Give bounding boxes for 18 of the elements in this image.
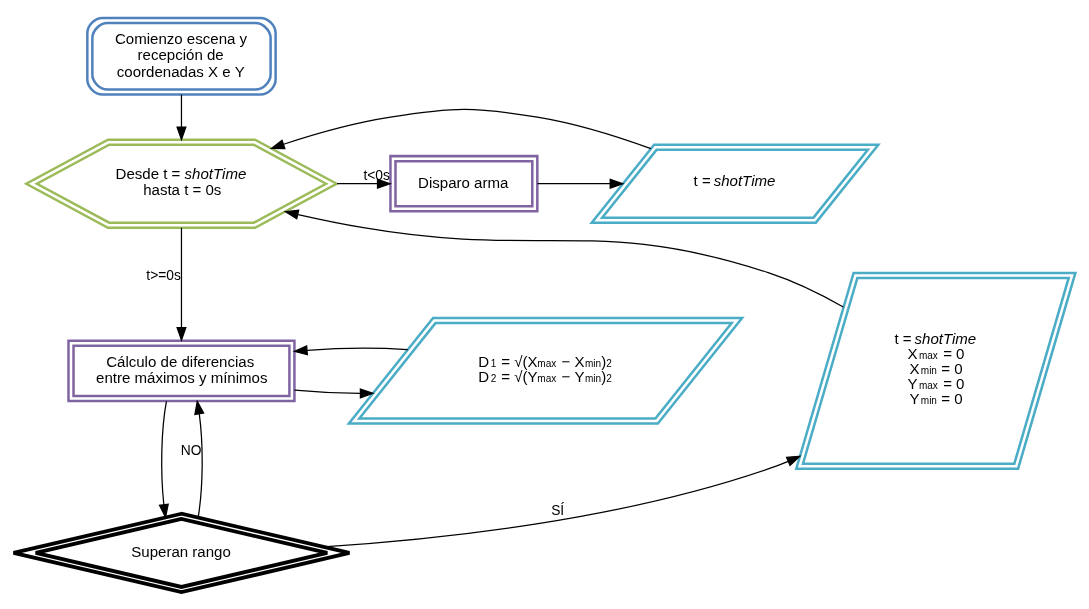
arrow	[536, 177, 625, 189]
node-box: Comienzo escena y recepción de coordenadas X e Y	[86, 16, 277, 96]
arrow	[176, 93, 187, 141]
node-diamond: Superan rango	[11, 511, 352, 594]
node-box: Cálculo de diferencias entre máximos y mínimos	[67, 338, 296, 402]
arrow	[292, 344, 409, 356]
arrow	[176, 226, 187, 342]
edge-label: t<0s	[363, 167, 390, 183]
arrow	[293, 387, 375, 399]
arrow	[269, 108, 652, 149]
arrow	[194, 398, 205, 518]
arrow	[158, 400, 169, 519]
node-box: Disparo arma	[389, 154, 539, 213]
arrow	[283, 208, 844, 308]
edge-label: SÍ	[551, 502, 565, 518]
edge-label: t>=0s	[146, 267, 181, 283]
edge-label: NO	[180, 442, 202, 458]
arrow	[336, 177, 392, 189]
